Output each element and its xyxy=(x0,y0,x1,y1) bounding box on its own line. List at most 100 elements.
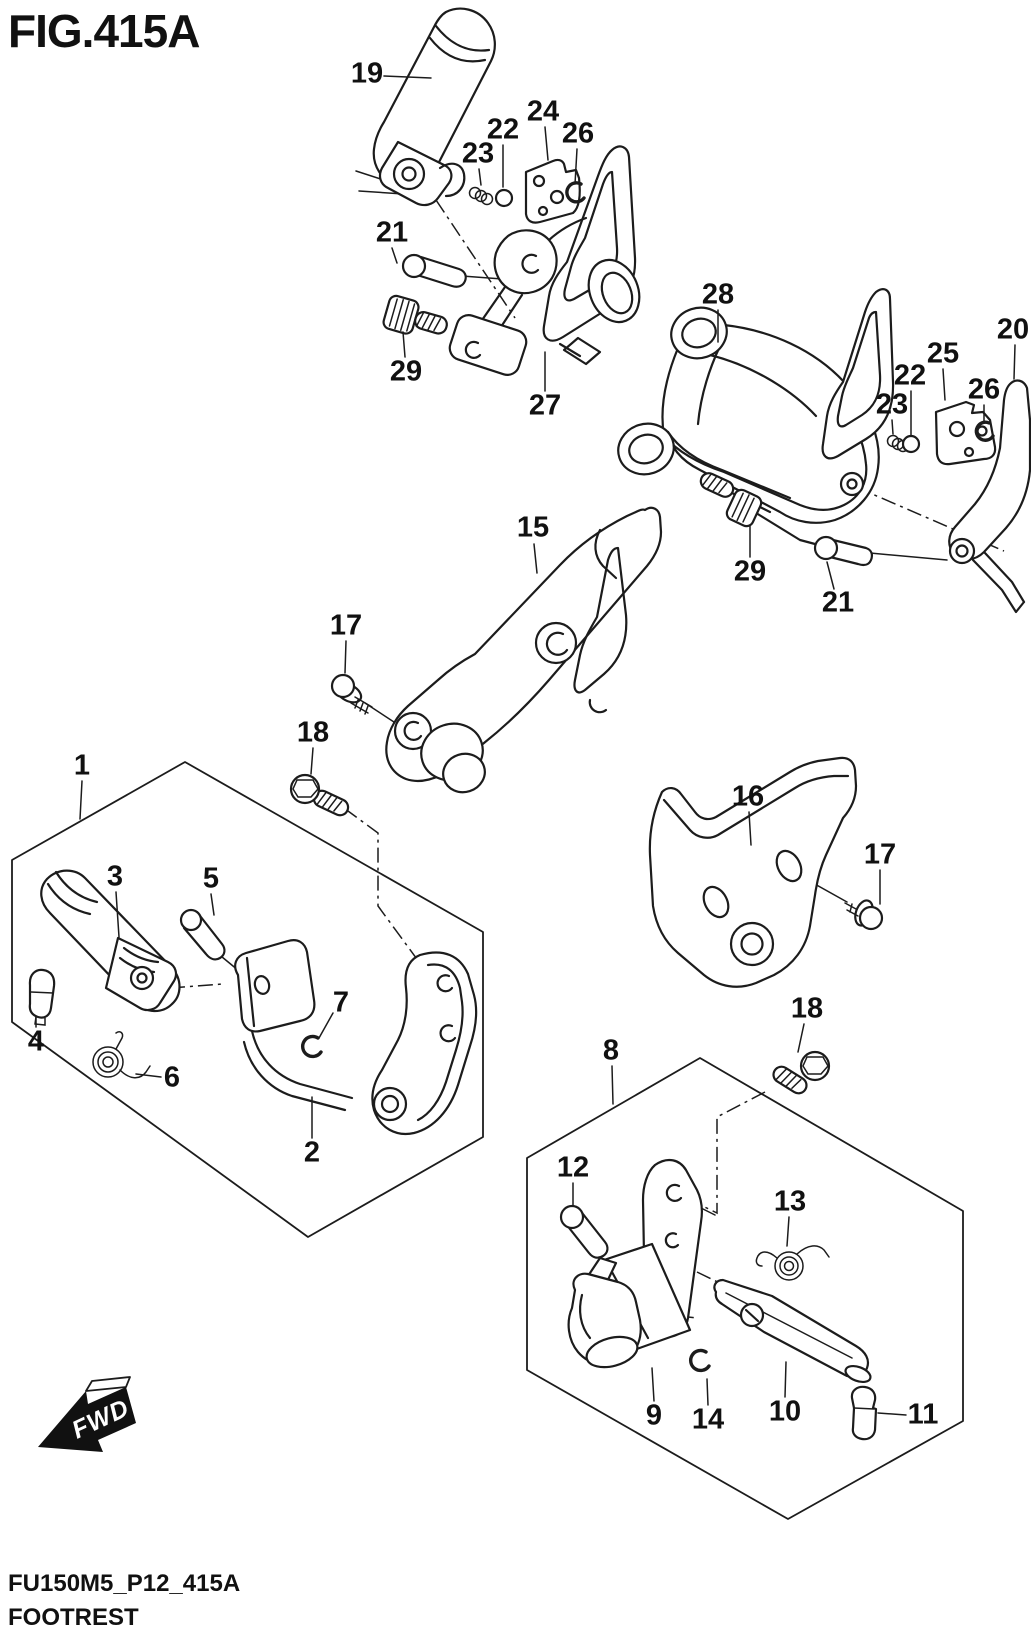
leader-24 xyxy=(544,126,549,161)
callout-7: 7 xyxy=(332,986,350,1019)
leader-19 xyxy=(383,75,432,79)
pedal-20 xyxy=(948,379,1031,614)
callout-13: 13 xyxy=(773,1185,807,1218)
callout-21: 21 xyxy=(375,216,409,249)
leader-13 xyxy=(786,1216,790,1247)
front-left-footrest-assembly xyxy=(372,7,641,376)
ball-22-right xyxy=(901,434,921,454)
leader-18 xyxy=(797,1023,805,1053)
footrest-bar-3 xyxy=(40,869,181,1013)
rear-right-assembly-box xyxy=(526,1057,964,1520)
callout-23: 23 xyxy=(461,137,495,170)
callout-1: 1 xyxy=(73,749,91,782)
figure-title: FIG.415A xyxy=(8,5,200,57)
plate-25 xyxy=(934,400,997,466)
leader-16 xyxy=(748,811,752,846)
rear-left-assembly-box xyxy=(11,761,484,1238)
callout-18: 18 xyxy=(296,716,330,749)
bracket-15-group xyxy=(289,506,663,817)
leader-9 xyxy=(651,1367,655,1402)
callout-17: 17 xyxy=(329,609,363,642)
bracket-16-group xyxy=(648,756,884,1095)
callout-22: 22 xyxy=(486,113,520,146)
spring-6 xyxy=(92,1031,151,1079)
bolt-17-left xyxy=(330,673,373,715)
figure-code: FU150M5_P12_415A xyxy=(8,1570,241,1597)
leader-7 xyxy=(318,1012,334,1039)
holder-9 xyxy=(567,1256,642,1369)
leader-1 xyxy=(79,780,83,820)
callout-5: 5 xyxy=(202,862,220,895)
callout-11: 11 xyxy=(907,1398,939,1431)
leader-6 xyxy=(135,1073,162,1078)
bracket-arm-28 xyxy=(617,306,880,550)
footrest-bar-10 xyxy=(713,1278,872,1384)
figure-caption: FOOTREST xyxy=(8,1604,139,1631)
cap-nut-11 xyxy=(850,1385,878,1441)
callout-29: 29 xyxy=(389,355,423,388)
leader-10 xyxy=(784,1361,787,1398)
pin-21-front-left xyxy=(401,253,467,288)
callout-3: 3 xyxy=(106,860,124,893)
front-right-footrest-assembly xyxy=(617,288,1031,614)
callout-2: 2 xyxy=(303,1136,321,1169)
callout-10: 10 xyxy=(768,1395,802,1428)
bolt-18-left xyxy=(289,773,350,817)
callout-leaders xyxy=(35,75,1016,1416)
pin-21-front-right xyxy=(813,535,874,567)
callout-17: 17 xyxy=(863,838,897,871)
leader-26 xyxy=(574,148,578,185)
leader-29 xyxy=(402,331,406,358)
fwd-arrow-bevel xyxy=(85,1376,131,1392)
fwd-arrow-body xyxy=(38,1387,136,1452)
ball-22-left xyxy=(494,188,514,208)
bolt-18-right xyxy=(772,1050,831,1095)
callout-29: 29 xyxy=(733,555,767,588)
bolt-29-right xyxy=(699,472,763,528)
leader-17 xyxy=(344,640,347,674)
callout-26: 26 xyxy=(561,117,595,150)
spring-23-left xyxy=(468,186,494,206)
leader-18 xyxy=(310,747,314,775)
footrest-19 xyxy=(372,7,496,207)
bolt-29-left xyxy=(382,294,448,335)
leader-5 xyxy=(210,893,215,916)
callout-27: 27 xyxy=(528,389,562,422)
bracket-16 xyxy=(648,756,858,988)
callout-18: 18 xyxy=(790,992,824,1025)
plate-24 xyxy=(524,158,581,224)
callout-4: 4 xyxy=(27,1025,45,1058)
callout-19: 19 xyxy=(350,57,384,90)
pin-12 xyxy=(559,1204,609,1259)
callout-9: 9 xyxy=(645,1399,663,1432)
callout-15: 15 xyxy=(516,511,550,544)
pointer-arrows xyxy=(120,170,948,1323)
callout-26: 26 xyxy=(967,373,1001,406)
rear-right-assembly xyxy=(559,1158,878,1441)
callout-21: 21 xyxy=(821,586,855,619)
callout-25: 25 xyxy=(926,337,960,370)
leader-23 xyxy=(891,419,894,435)
fwd-arrow xyxy=(38,1376,136,1452)
callout-16: 16 xyxy=(731,780,765,813)
leader-3 xyxy=(115,891,120,938)
callout-8: 8 xyxy=(602,1034,620,1067)
bolt-17-right xyxy=(844,899,884,931)
pin-5 xyxy=(179,908,226,961)
e-clip-14 xyxy=(688,1348,711,1373)
rear-left-assembly xyxy=(28,869,478,1135)
callout-14: 14 xyxy=(691,1403,725,1436)
callout-23: 23 xyxy=(875,388,909,421)
spring-13 xyxy=(755,1245,830,1281)
bracket-15 xyxy=(385,506,663,794)
callout-24: 24 xyxy=(526,95,560,128)
leader-8 xyxy=(611,1065,614,1105)
leader-20 xyxy=(1013,344,1016,380)
leader-14 xyxy=(706,1378,709,1406)
callout-6: 6 xyxy=(163,1061,181,1094)
e-clip-7 xyxy=(300,1034,323,1059)
leader-15 xyxy=(533,543,538,574)
leader-21 xyxy=(826,561,835,590)
callout-22: 22 xyxy=(893,359,927,392)
